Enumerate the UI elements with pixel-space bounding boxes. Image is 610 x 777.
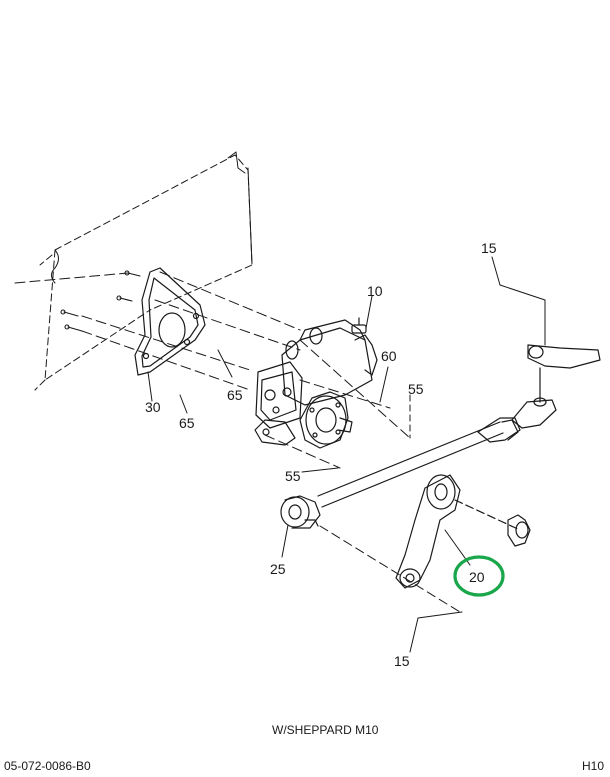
callout-15-top: 15 bbox=[481, 240, 497, 256]
callout-20: 20 bbox=[469, 569, 485, 585]
steering-arm bbox=[501, 344, 601, 441]
sheet-id: H10 bbox=[581, 759, 604, 773]
frame-rail-break bbox=[51, 151, 253, 284]
callout-highlight-circle bbox=[453, 555, 505, 597]
pitman-arm bbox=[395, 474, 531, 589]
drag-link bbox=[280, 417, 521, 529]
mounting-bracket bbox=[134, 267, 206, 376]
callout-65-upper: 65 bbox=[227, 387, 243, 403]
callout-30: 30 bbox=[145, 399, 161, 415]
lower-centerline bbox=[319, 525, 461, 613]
steering-gear bbox=[254, 317, 378, 449]
callout-65-lower: 65 bbox=[179, 415, 195, 431]
diagram-caption: W/SHEPPARD M10 bbox=[272, 723, 379, 737]
document-id: 05-072-0086-B0 bbox=[4, 759, 91, 773]
callout-55-right: 55 bbox=[408, 381, 424, 397]
leader-lines bbox=[147, 256, 546, 653]
callout-25: 25 bbox=[270, 561, 286, 577]
callout-15-bottom: 15 bbox=[394, 653, 410, 669]
callout-labels: 10 15 60 55 65 30 65 55 25 20 15 bbox=[145, 240, 497, 669]
callout-60: 60 bbox=[381, 348, 397, 364]
bolt-centerlines bbox=[14, 271, 411, 469]
callout-55-left: 55 bbox=[285, 468, 301, 484]
callout-10: 10 bbox=[367, 283, 383, 299]
frame-bolts bbox=[60, 270, 141, 332]
